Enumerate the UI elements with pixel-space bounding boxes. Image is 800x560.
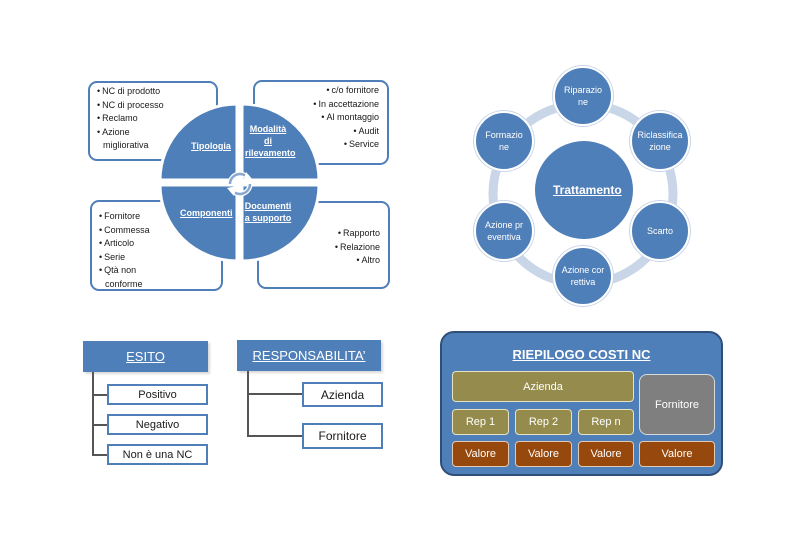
trattamento-label: Trattamento <box>553 182 622 197</box>
tipologia-label: Tipologia <box>191 141 231 151</box>
esito-connector <box>92 454 107 456</box>
valore-box: Valore <box>578 441 634 467</box>
node-label: Azione preventiva <box>484 220 524 242</box>
valore-box: Valore <box>452 441 509 467</box>
esito-connector <box>92 394 107 396</box>
esito-connector <box>92 424 107 426</box>
documenti-label: Documenti a supporto <box>244 201 292 223</box>
list-item: Azione migliorativa <box>96 126 167 153</box>
responsabilita-connector <box>247 393 302 395</box>
node-label: Formazione <box>485 130 523 152</box>
responsabilita-header: RESPONSABILITA’ <box>237 340 381 371</box>
riepilogo-costi-panel: RIEPILOGO COSTI NC Azienda Fornitore Rep… <box>440 331 723 476</box>
node-label: Riclassificazione <box>637 130 683 152</box>
list-item: In accettazione <box>255 98 379 112</box>
list-item: Qtà non conforme <box>98 264 157 291</box>
esito-non-nc: Non è una NC <box>107 444 208 465</box>
node-formazione: Formazione <box>474 111 534 171</box>
azienda-box: Azienda <box>452 371 634 402</box>
tipologia-list: NC di prodotto NC di processo Reclamo Az… <box>96 85 216 153</box>
modalita-list: c/o fornitore In accettazione Al montagg… <box>255 84 379 152</box>
riepilogo-title: RIEPILOGO COSTI NC <box>512 347 651 362</box>
node-label: Scarto <box>646 226 673 236</box>
list-item: Fornitore <box>98 210 221 224</box>
node-scarto: Scarto <box>630 201 690 261</box>
rep-box: Rep n <box>578 409 634 435</box>
quadrant-bl <box>159 183 239 262</box>
list-item: Relazione <box>259 241 380 255</box>
quadrant-circle <box>159 104 321 262</box>
node-label: Azione correttiva <box>561 265 605 287</box>
componenti-list: Fornitore Commessa Articolo Serie Qtà no… <box>98 210 221 291</box>
valore-box: Valore <box>639 441 715 467</box>
list-item: Service <box>255 138 379 152</box>
node-riclassificazione: Riclassificazione <box>630 111 690 171</box>
modalita-label: Modalità di rilevamento <box>245 124 296 158</box>
esito-positivo: Positivo <box>107 384 208 405</box>
esito-negativo: Negativo <box>107 414 208 435</box>
esito-header: ESITO <box>83 341 208 372</box>
cycle-arrows-icon <box>222 167 258 201</box>
rep-box: Rep 2 <box>515 409 572 435</box>
valore-box: Valore <box>515 441 572 467</box>
documenti-list: Rapporto Relazione Altro <box>259 227 380 268</box>
esito-connector-vertical <box>92 372 94 455</box>
list-item: NC di processo <box>96 99 216 113</box>
list-item: Serie <box>98 251 221 265</box>
list-item: Articolo <box>98 237 221 251</box>
componenti-box: Fornitore Commessa Articolo Serie Qtà no… <box>90 200 223 291</box>
list-item: Reclamo <box>96 112 216 126</box>
list-item: Altro <box>259 254 380 268</box>
trattamento-center: Trattamento <box>535 141 633 239</box>
list-item: c/o fornitore <box>255 84 379 98</box>
responsabilita-azienda: Azienda <box>302 382 383 407</box>
list-item: Rapporto <box>259 227 380 241</box>
list-item: Al montaggio <box>255 111 379 125</box>
quadrant-br <box>240 183 321 262</box>
node-riparazione: Riparazione <box>553 66 613 126</box>
node-azione-correttiva: Azione correttiva <box>553 246 613 306</box>
fornitore-box: Fornitore <box>639 374 715 435</box>
componenti-label: Componenti <box>180 208 233 218</box>
list-item: Audit <box>255 125 379 139</box>
list-item: Commessa <box>98 224 221 238</box>
node-label: Riparazione <box>563 85 603 107</box>
responsabilita-connector <box>247 435 302 437</box>
node-azione-preventiva: Azione preventiva <box>474 201 534 261</box>
responsabilita-connector-vertical <box>247 371 249 437</box>
quadrant-tr <box>240 104 321 182</box>
list-item: NC di prodotto <box>96 85 216 99</box>
quadrant-tl <box>159 104 239 182</box>
responsabilita-fornitore: Fornitore <box>302 423 383 449</box>
rep-box: Rep 1 <box>452 409 509 435</box>
